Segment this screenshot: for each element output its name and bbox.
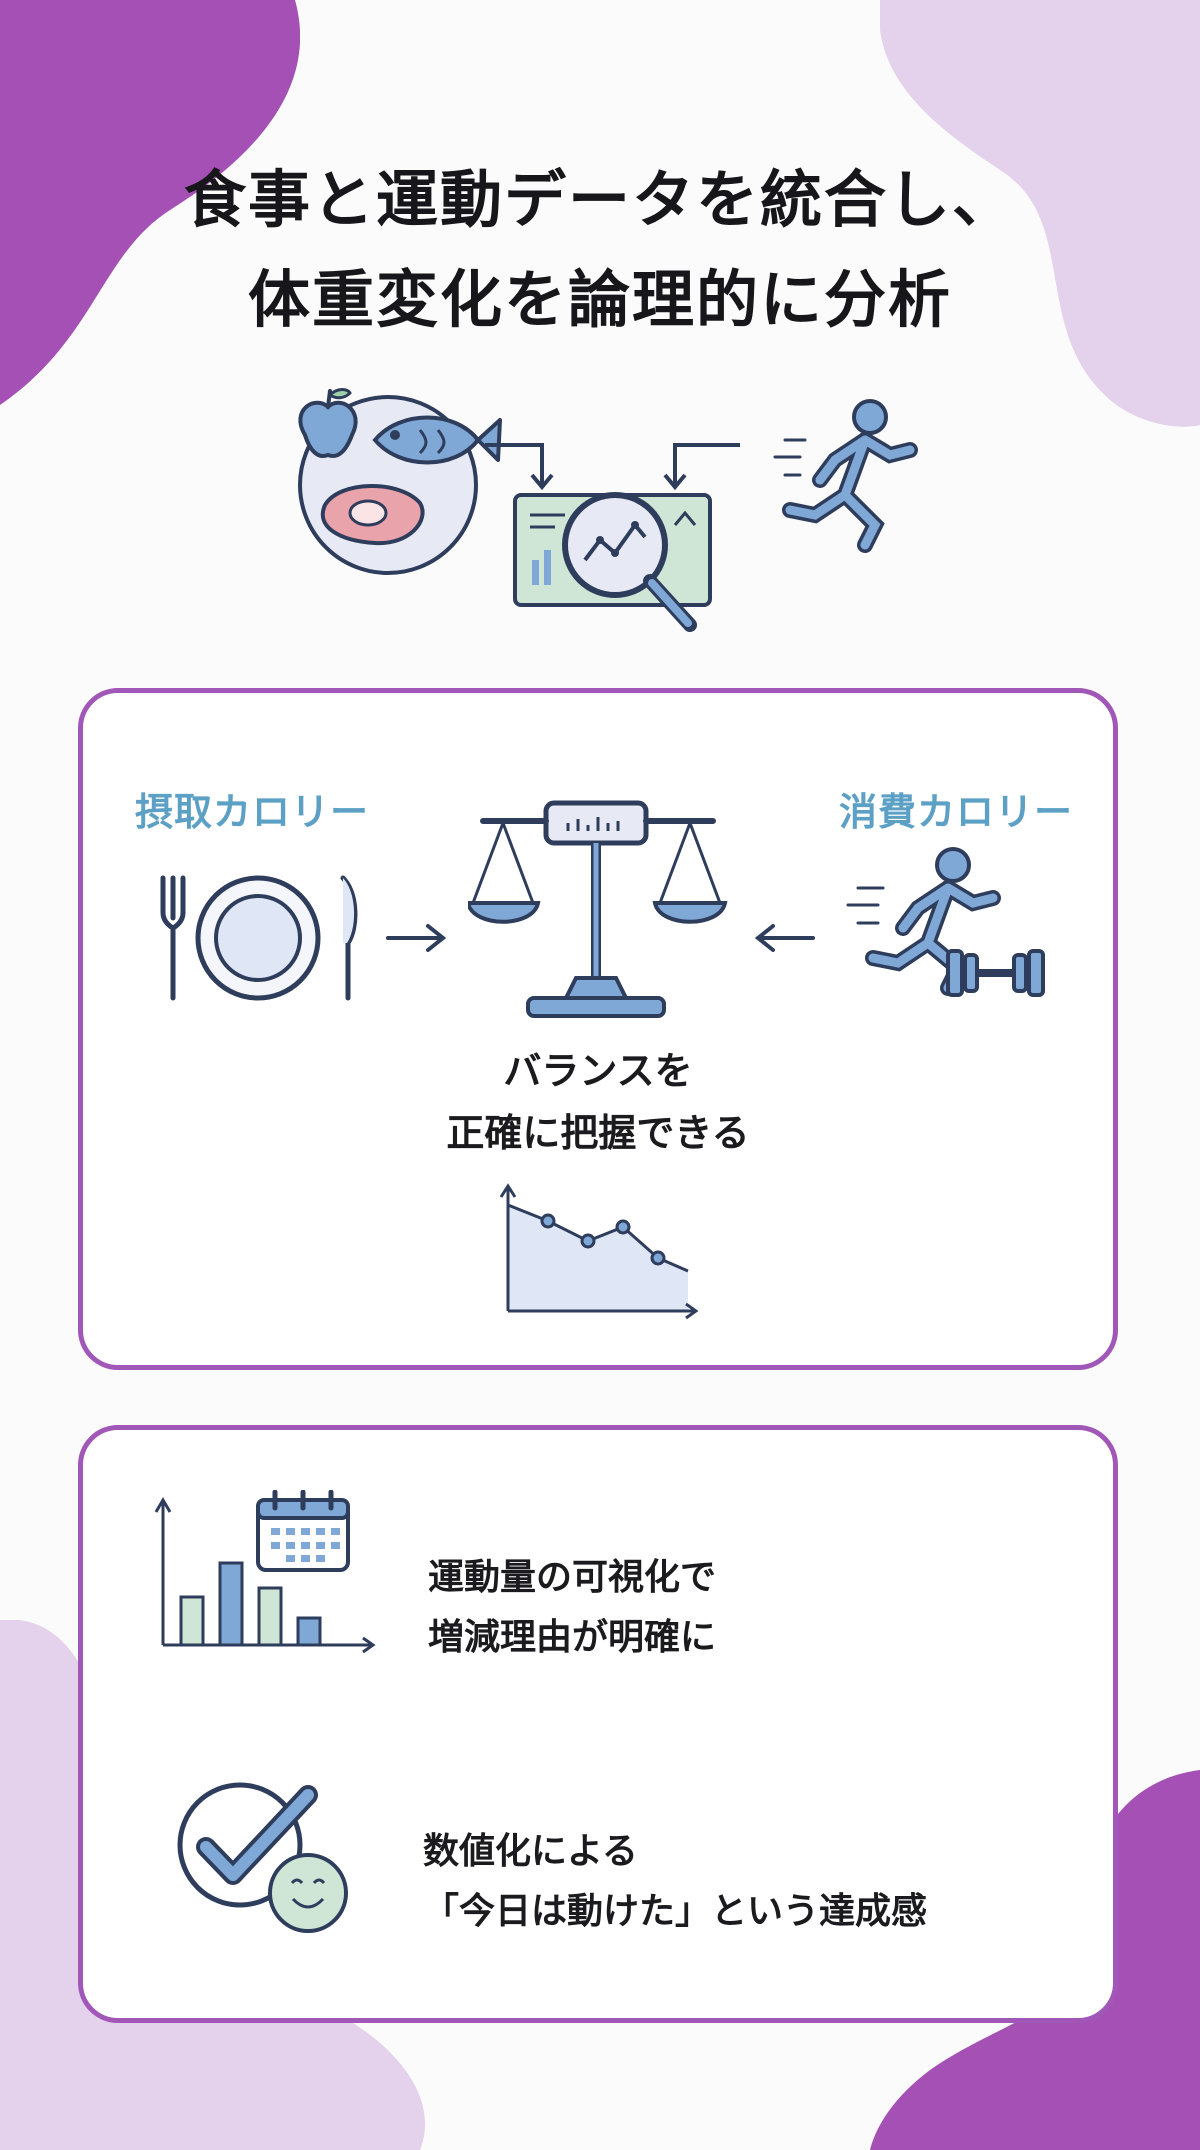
title-line-1: 食事と運動データを統合し、 <box>183 163 1016 236</box>
page-title: 食事と運動データを統合し、 体重変化を論理的に分析 <box>0 150 1200 350</box>
apple-icon <box>298 388 358 458</box>
benefit-1-line-2: 増減理由が明確に <box>428 1617 717 1658</box>
runner-icon <box>773 399 918 553</box>
arrow-left-icon <box>754 924 815 952</box>
purple-blob-top-left <box>0 0 300 405</box>
benefit-item-visualization: 運動量の可視化で 増減理由が明確に <box>428 1548 716 1668</box>
benefit-2-line-2: 「今日は動けた」という達成感 <box>423 1891 928 1932</box>
scale-icon <box>468 800 728 1018</box>
arrow-right-icon <box>485 443 554 491</box>
check-smile-icon <box>177 1782 348 1933</box>
title-line-2: 体重変化を論理的に分析 <box>247 263 952 336</box>
magnifier-chart-icon <box>562 492 697 632</box>
runner-dumbbell-icon <box>846 847 1045 997</box>
steak-icon <box>321 484 425 546</box>
fish-icon <box>372 415 502 465</box>
calorie-balance-card: 摂取カロリー 消費カロリー <box>78 688 1118 1370</box>
bar-chart-calendar-icon <box>154 1490 376 1654</box>
balance-message-line-1: バランスを <box>503 1049 693 1093</box>
arrow-left-icon <box>663 443 740 491</box>
balance-message-line-2: 正確に把握できる <box>446 1111 750 1155</box>
trend-chart-icon <box>499 1183 698 1320</box>
lilac-blob-top-right <box>880 0 1200 427</box>
calendar-icon <box>256 1490 350 1572</box>
plate-icon <box>160 875 358 1001</box>
hero-illustration <box>298 388 918 632</box>
benefit-item-achievement: 数値化による 「今日は動けた」という達成感 <box>423 1822 927 1942</box>
knife-icon <box>340 875 358 1001</box>
dumbbell-icon <box>946 949 1045 997</box>
runner-icon <box>846 847 1001 996</box>
balance-message: バランスを 正確に把握できる <box>83 1040 1113 1164</box>
benefits-card: 運動量の可視化で 増減理由が明確に 数値化による 「今日は動けた」という達成感 <box>78 1425 1118 2023</box>
benefit-2-line-1: 数値化による <box>423 1831 638 1872</box>
smiley-face-icon <box>268 1853 348 1933</box>
benefit-1-line-1: 運動量の可視化で <box>428 1557 717 1598</box>
fork-icon <box>160 875 186 1001</box>
burn-calorie-label: 消費カロリー <box>838 790 1073 834</box>
arrow-right-icon <box>386 924 447 952</box>
intake-calorie-label: 摂取カロリー <box>135 790 370 834</box>
